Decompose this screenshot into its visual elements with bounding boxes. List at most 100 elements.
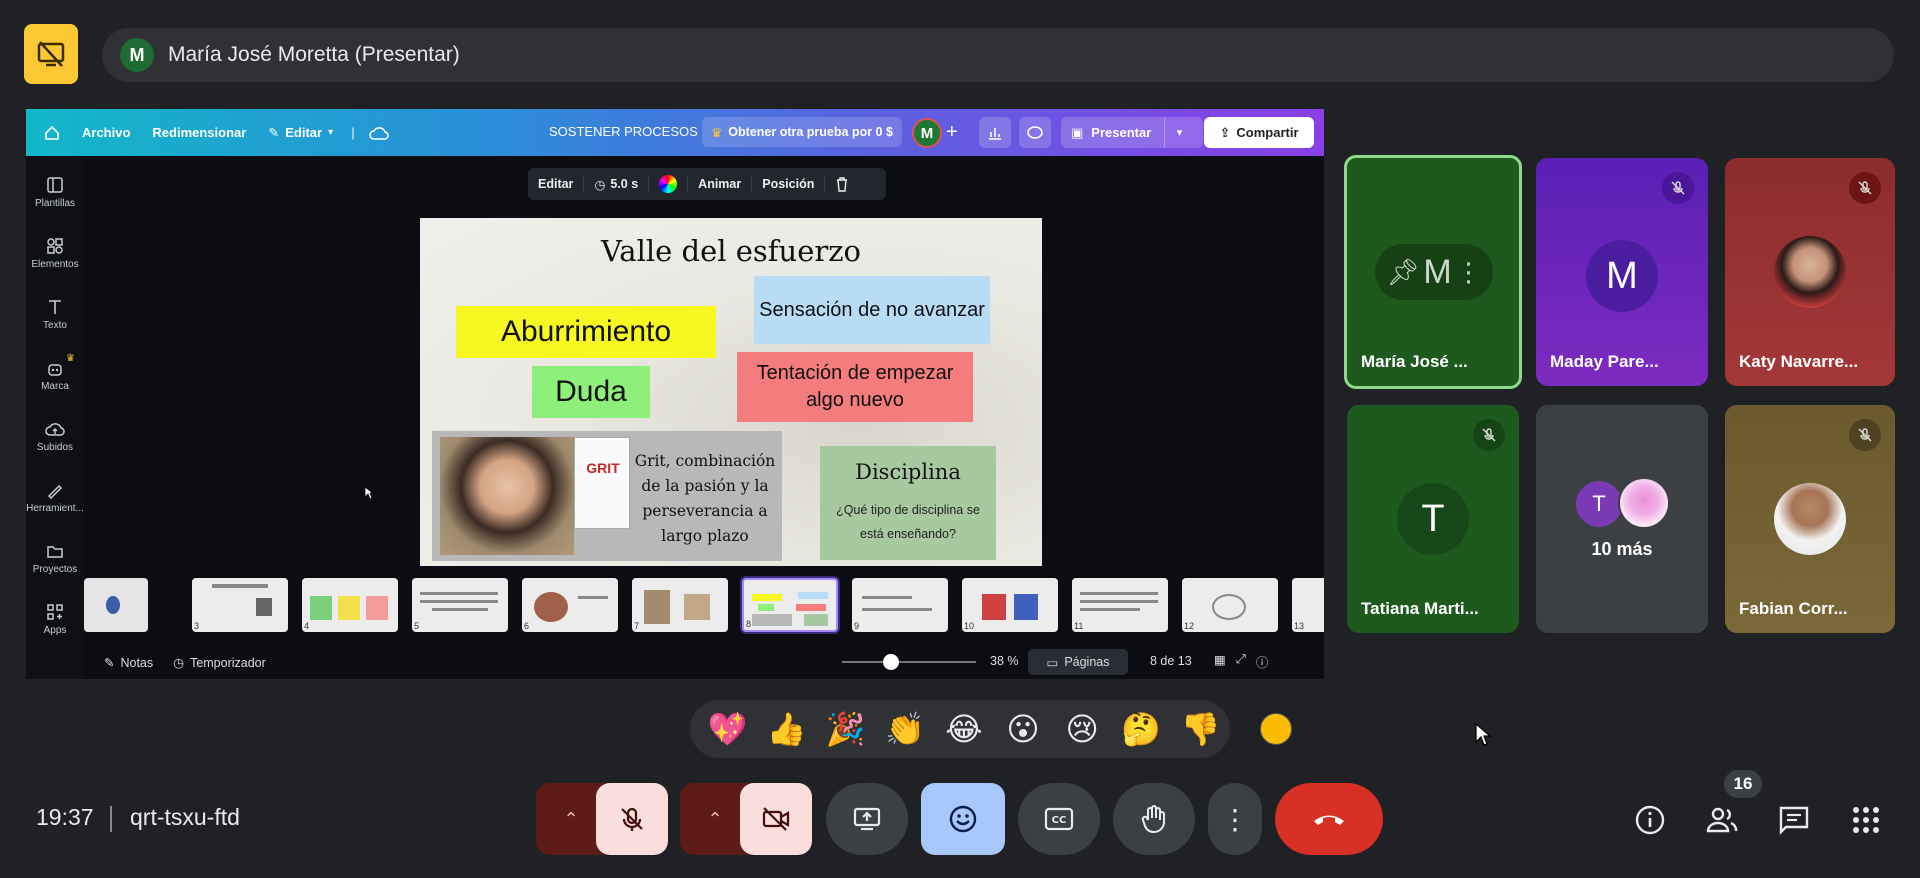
user-avatar[interactable]: M — [912, 118, 942, 148]
thumbnail[interactable]: 4 — [302, 578, 398, 632]
thumbnail[interactable]: 9 — [852, 578, 948, 632]
meeting-code[interactable]: qrt-tsxu-ftd — [130, 804, 240, 830]
thumb-number: 4 — [304, 621, 310, 631]
comments-button[interactable] — [1019, 117, 1051, 148]
sidebar-plantillas[interactable]: Plantillas — [26, 176, 84, 209]
sidebar-marca[interactable]: Marca ♛ — [26, 353, 84, 392]
participant-tile-katy[interactable]: Katy Navarre... — [1725, 158, 1895, 386]
footer-icons: ▦ ⤢ ⓘ — [1214, 652, 1268, 671]
more-options-button[interactable]: ⋮ — [1208, 783, 1262, 855]
pencil-icon: ✎ — [268, 124, 280, 140]
meeting-time: 19:37 — [36, 804, 94, 830]
thumb-number: 6 — [524, 621, 530, 631]
reaction-thinking[interactable]: 🤔 — [1121, 710, 1162, 748]
raise-hand-button[interactable] — [1113, 783, 1195, 855]
share-label: Compartir — [1236, 125, 1299, 140]
video-options-button[interactable]: ⌃ — [692, 783, 738, 855]
reaction-surprised[interactable]: 😮 — [1006, 710, 1040, 748]
thumbnail[interactable]: 12 — [1182, 578, 1278, 632]
menu-editar[interactable]: ✎ Editar ▾ — [268, 125, 333, 141]
thumbnail-active[interactable]: 8 — [742, 578, 838, 632]
insights-button[interactable] — [979, 117, 1011, 148]
audio-options-button[interactable]: ⌃ — [548, 783, 594, 855]
reaction-thumbs-down[interactable]: 👎 — [1180, 710, 1221, 748]
chevron-down-icon: ▾ — [328, 127, 334, 138]
sidebar-herramientas[interactable]: Herramient... — [26, 481, 84, 514]
pin-icon[interactable]: 📌︎ — [1386, 256, 1420, 287]
activities-icon[interactable] — [1846, 800, 1886, 840]
reaction-cry[interactable]: 😢 — [1065, 710, 1099, 748]
sidebar-apps[interactable]: Apps — [26, 603, 84, 636]
thumbnail[interactable]: 6 — [522, 578, 618, 632]
share-button[interactable]: ⇪ Compartir — [1204, 117, 1314, 148]
thumbnail[interactable]: 3 — [192, 578, 288, 632]
notes-button[interactable]: ✎ Notas — [104, 655, 153, 671]
presentation-toggle-button[interactable] — [24, 24, 78, 84]
participant-tile-maria[interactable]: 📌︎ M ⋮ María José ... — [1344, 155, 1522, 389]
mic-off-icon — [1662, 172, 1694, 204]
project-title[interactable]: SOSTENER PROCESOS — [549, 124, 698, 139]
participant-tile-tatiana[interactable]: T Tatiana Marti... — [1347, 405, 1519, 633]
toolbar-edit[interactable]: Editar — [528, 175, 585, 193]
grid-view-icon[interactable]: ▦ — [1214, 653, 1226, 667]
cloud-save-icon[interactable] — [369, 126, 389, 140]
zoom-slider-handle[interactable] — [883, 654, 899, 670]
sidebar-proyectos[interactable]: Proyectos — [26, 542, 84, 575]
menu-archivo[interactable]: Archivo — [82, 125, 131, 140]
captions-button[interactable]: CC — [1018, 783, 1100, 855]
zoom-value[interactable]: 38 % — [990, 654, 1019, 668]
present-options-button[interactable]: ▾ — [1164, 117, 1194, 148]
timer-label: Temporizador — [190, 655, 266, 670]
people-icon[interactable] — [1702, 800, 1742, 840]
toolbar-position[interactable]: Posición — [752, 175, 826, 193]
present-screen-button[interactable] — [826, 783, 908, 855]
trial-button[interactable]: ♛ Obtener otra prueba por 0 $ — [702, 117, 902, 147]
pages-button[interactable]: ▭ Páginas — [1028, 649, 1128, 675]
thumbnail[interactable]: 13 — [1292, 578, 1324, 632]
zoom-slider-track[interactable] — [842, 661, 976, 663]
reactions-button[interactable] — [921, 783, 1005, 855]
thumbnail[interactable]: 10 — [962, 578, 1058, 632]
more-options-icon[interactable]: ⋮ — [1455, 256, 1482, 287]
reaction-laugh[interactable]: 😂 — [945, 710, 983, 748]
reaction-clap[interactable]: 👏 — [884, 710, 925, 748]
toolbar-color[interactable] — [649, 175, 689, 193]
crown-icon: ♛ — [66, 353, 75, 364]
thumb-number: 8 — [746, 619, 752, 629]
mic-toggle-button[interactable] — [596, 783, 668, 855]
present-label: Presentar — [1091, 125, 1152, 140]
present-button[interactable]: ▣ Presentar — [1061, 117, 1203, 148]
timer-button[interactable]: ◷ Temporizador — [173, 655, 266, 671]
participant-tile-more[interactable]: T 10 más — [1536, 405, 1708, 633]
menu-redimensionar[interactable]: Redimensionar — [152, 125, 247, 140]
chat-icon[interactable] — [1774, 800, 1814, 840]
slide-canvas[interactable]: Valle del esfuerzo Aburrimiento Duda Sen… — [420, 218, 1042, 566]
add-collaborator-icon[interactable]: + — [946, 121, 958, 143]
reaction-heart[interactable]: 💖 — [707, 710, 748, 748]
sidebar-elementos[interactable]: Elementos — [26, 237, 84, 270]
skin-tone-picker[interactable] — [1260, 713, 1292, 745]
no-screen-share-icon — [37, 41, 65, 67]
participant-tile-maday[interactable]: M Maday Pare... — [1536, 158, 1708, 386]
trash-icon[interactable] — [825, 175, 859, 193]
meeting-info-icon[interactable] — [1630, 800, 1670, 840]
participant-tile-fabian[interactable]: Fabian Corr... — [1725, 405, 1895, 633]
sidebar-subidos[interactable]: Subidos — [26, 420, 84, 453]
fullscreen-icon[interactable]: ⤢ — [1235, 652, 1246, 666]
reaction-thumbs-up[interactable]: 👍 — [766, 710, 807, 748]
toolbar-animate[interactable]: Animar — [688, 175, 753, 193]
thumbnail[interactable]: 5 — [412, 578, 508, 632]
camera-toggle-button[interactable] — [740, 783, 812, 855]
reaction-party[interactable]: 🎉 — [825, 710, 866, 748]
menu-editar-label: Editar — [285, 125, 323, 140]
end-call-button[interactable] — [1275, 783, 1383, 855]
participant-initial: M — [1423, 252, 1452, 291]
thumbnail[interactable]: 7 — [632, 578, 728, 632]
home-button[interactable] — [44, 125, 60, 141]
sidebar-texto[interactable]: Texto — [26, 298, 84, 331]
help-icon[interactable]: ⓘ — [1255, 656, 1269, 670]
toolbar-duration[interactable]: ◷ 5.0 s — [584, 175, 650, 193]
thumbnail-partial[interactable] — [84, 578, 148, 632]
thumbnail[interactable]: 11 — [1072, 578, 1168, 632]
